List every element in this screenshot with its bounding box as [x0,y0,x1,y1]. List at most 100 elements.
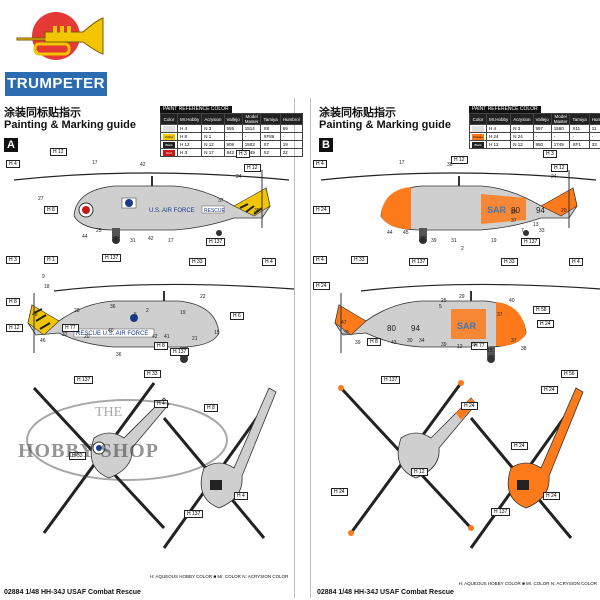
paint-callout: H 33 [351,256,368,264]
paint-callout: H 8 [367,338,381,346]
paint-cell: - [550,132,571,141]
paint-header: Tamiya [260,113,281,125]
paint-cell: H 3 [176,148,203,157]
legend-aqueous: H: AQUEOUS HOBBY COLOR [150,574,213,579]
fuselage-marking: 80 [387,324,396,333]
part-number-callout: 47 [341,320,347,326]
part-number-callout: 35 [254,208,260,214]
part-number-callout: 15 [214,330,220,336]
color-legend: H: AQUEOUS HOBBY COLOR ■ Mr. COLOR N: AC… [458,581,597,586]
paint-callout: H 4 [313,256,327,264]
part-number-callout: 37 [511,218,517,224]
paint-callout: H 8 [6,298,20,306]
paint-cell: 1560 [550,124,571,133]
paint-row: H 4 N 3 555 1514 X8 69 [160,124,303,133]
part-number-callout: 42 [140,162,146,168]
watermark-text: HOBBY SHOP [18,440,159,462]
part-number-callout: 39 [431,238,437,244]
color-swatch: Orange [472,133,484,140]
part-number-callout: 17 [399,160,405,166]
paint-cell: - [569,132,590,141]
paint-cell: N 3 [510,124,534,133]
paint-header: Vallejo [223,113,243,125]
fuselage-marking: U.S. AIR FORCE [149,208,195,214]
paint-header: Model Master [241,113,262,125]
helicopter-top-views [32,382,277,549]
part-number-callout: 5 [439,304,442,310]
paint-callout: H 77 [471,342,488,350]
paint-cell: X7 [260,140,281,149]
paint-cell: - [588,132,600,141]
paint-cell: H 8 [176,132,203,141]
part-number-callout: 25 [96,228,102,234]
paint-cell: 33 [588,140,600,149]
paint-cell: 11 [588,124,600,133]
part-number-callout: 37 [511,338,517,344]
paint-cell: 950 [532,140,552,149]
part-number-callout: 31 [451,238,457,244]
paint-cell: 997 [532,124,552,133]
part-number-callout: 44 [387,230,393,236]
part-number-callout: 24 [236,174,242,180]
part-number-callout: 38 [447,162,453,168]
part-number-callout: 37 [218,198,224,204]
helicopter-side-view-left: 80 94 SAR [334,283,600,363]
paint-callout: H 4 [154,400,168,408]
paint-callout: H 137 [170,348,190,356]
part-number-callout: 22 [200,294,206,300]
color-legend: H: AQUEOUS HOBBY COLOR ■ Mr. COLOR N: AC… [150,574,289,579]
part-number-callout: 34 [419,338,425,344]
paint-callout: H 3 [236,150,250,158]
paint-header: Vallejo [532,113,552,125]
paint-reference-table: Color Mr.Hobby Acrysion Vallejo Model Ma… [160,113,303,157]
part-number-callout: 7 [521,228,524,234]
paint-callout: H 24 [331,488,348,496]
part-number-callout: 44 [82,234,88,240]
part-number-callout: 2 [461,246,464,252]
paint-callout: H 4 [313,160,327,168]
paint-cell: X2 [260,148,281,157]
paint-reference-table: Color Mr.Hobby Acrysion Vallejo Model Ma… [469,113,600,149]
part-number-callout: 42 [148,236,154,242]
part-number-callout: 38 [521,346,527,352]
part-number-callout: 20 [561,208,567,214]
paint-cell: 22 [279,148,303,157]
part-number-callout: 45 [403,230,409,236]
paint-callout: H 24 [541,386,558,394]
paint-row: Orange H 24 N 24 - - - - [469,132,600,141]
paint-cell: H 24 [485,132,512,141]
part-number-callout: 20 [84,334,90,340]
part-number-callout: 40 [108,328,114,334]
part-number-callout: 13 [533,222,539,228]
fuselage-marking: RESCUE U.S. AIR FORCE [76,331,148,337]
paint-cell: N 3 [201,124,225,133]
fuselage-marking: 94 [411,324,420,333]
trumpeter-logo [16,12,104,60]
part-number-callout: 32 [62,332,68,338]
helicopter-top-views [338,380,584,549]
legend-mr-color: Mr. COLOR [217,574,241,579]
scheme-letter: B [319,138,333,152]
helicopter-side-view-right: SAR 80 94 [320,170,597,244]
part-number-callout: 38 [419,238,425,244]
paint-callout: H 12 [551,164,568,172]
part-number-callout: 15 [487,348,493,354]
part-number-callout: 19 [491,238,497,244]
paint-callout: H 4 [569,258,583,266]
paint-cell: H 4 [485,124,512,133]
paint-callout: H 4 [6,160,20,168]
part-number-callout: 46 [40,338,46,344]
paint-callout: H 33 [189,258,206,266]
paint-callout: H 3 [543,150,557,158]
paint-callout: H 137 [102,254,122,262]
color-swatch: Red [163,149,175,156]
part-number-callout: 30 [407,338,413,344]
paint-callout: H 137 [409,258,429,266]
paint-cell: - [279,132,303,141]
paint-callout: H 137 [206,238,226,246]
paint-cell: X8 [260,124,281,133]
paint-cell: 1749 [550,140,571,149]
paint-row: Black H 12 N 12 950 1749 XF1 33 [469,140,600,149]
fuselage-marking: RESCUE [204,208,226,214]
part-number-callout: 18 [44,284,50,290]
